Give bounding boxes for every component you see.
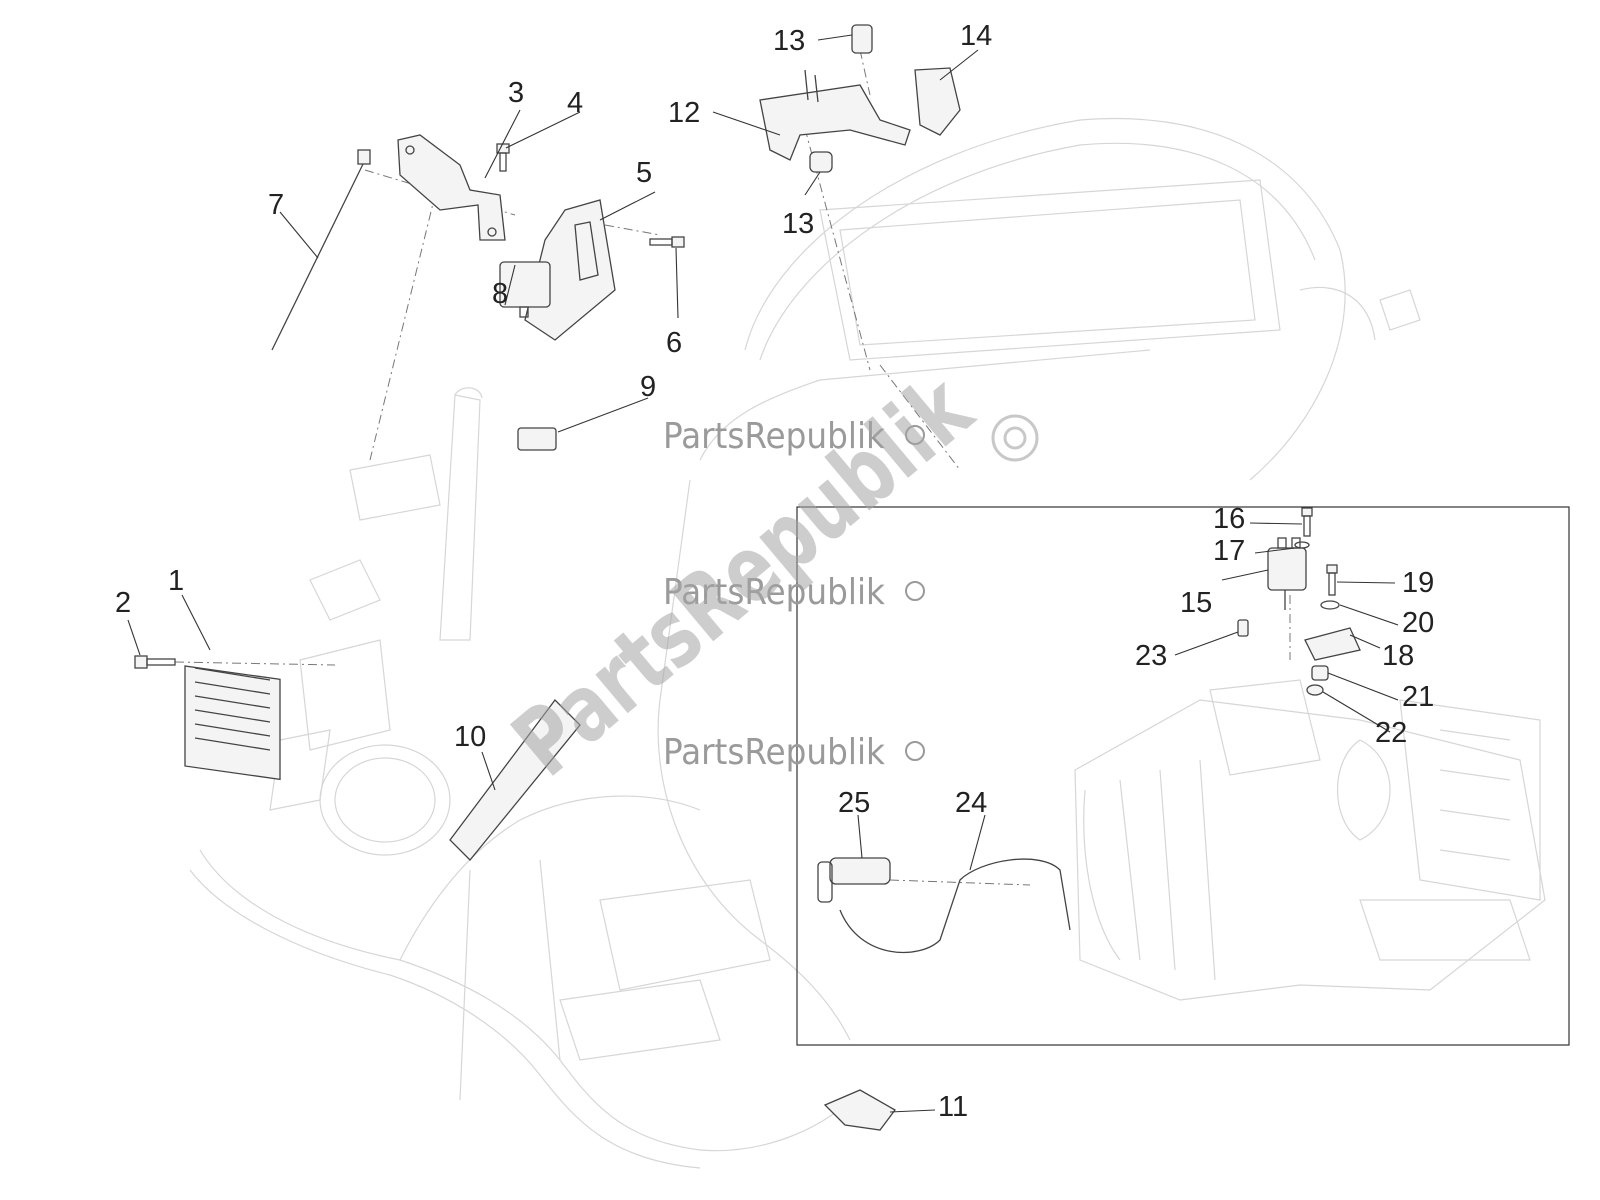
part-3-bracket	[397, 134, 506, 241]
callout-3: 3	[508, 77, 524, 109]
callout-14: 14	[960, 20, 992, 52]
callout-24: 24	[955, 787, 987, 819]
callout-19: 19	[1402, 567, 1434, 599]
callout-21: 21	[1402, 681, 1434, 713]
callout-5: 5	[636, 157, 652, 189]
part-23-screw	[1237, 619, 1249, 637]
part-18-bracket	[1304, 627, 1361, 661]
part-16-bolt	[1301, 507, 1313, 537]
part-9-fuse	[517, 427, 557, 451]
callout-6: 6	[666, 327, 682, 359]
part-14-sensor	[914, 67, 961, 136]
callout-12: 12	[668, 97, 700, 129]
part-22-bushing	[1306, 684, 1324, 696]
watermark-text-1: PartsRepublik	[663, 416, 885, 457]
callout-labels: 1 2 3 4 5 6 7 8 9 10 11 12 13 13 14 15 1…	[115, 20, 1434, 1123]
part-11-clip	[823, 1089, 896, 1131]
watermark-group: PartsRepublik PartsRepublik PartsRepubli…	[493, 354, 1039, 797]
callout-10: 10	[454, 721, 486, 753]
callout-15: 15	[1180, 587, 1212, 619]
callout-20: 20	[1402, 607, 1434, 639]
callout-7: 7	[268, 189, 284, 221]
scooter-frame-outline	[189, 117, 1421, 1169]
part-4-screw	[496, 143, 510, 172]
part-6-screw	[649, 236, 685, 248]
part-13-grommet-bottom	[809, 151, 833, 173]
part-7-cable-tie	[271, 149, 371, 351]
part-13-grommet-top	[851, 24, 873, 54]
watermark-text-3: PartsRepublik	[663, 732, 885, 773]
part-21-grommet	[1311, 665, 1329, 681]
gear-icon	[905, 425, 925, 761]
part-25-connector	[817, 857, 891, 903]
callout-17: 17	[1213, 535, 1245, 567]
callout-25: 25	[838, 787, 870, 819]
callout-9: 9	[640, 371, 656, 403]
part-19-bolt	[1326, 564, 1338, 596]
callout-2: 2	[115, 587, 131, 619]
callout-11: 11	[938, 1091, 968, 1123]
callout-18: 18	[1382, 640, 1414, 672]
callout-1: 1	[168, 565, 184, 597]
callout-22: 22	[1375, 717, 1407, 749]
callout-23: 23	[1135, 640, 1167, 672]
watermark-text-2: PartsRepublik	[663, 572, 885, 613]
part-12-bracket	[759, 69, 911, 161]
gear-icon	[991, 414, 1039, 462]
engine-inset	[796, 506, 1570, 1046]
part-17-washer	[1294, 541, 1310, 549]
part-20-washer	[1320, 600, 1340, 610]
part-1-voltage-regulator	[184, 665, 281, 781]
part-15-starter-relay	[1267, 537, 1307, 610]
callout-13-top: 13	[773, 25, 805, 57]
callout-16: 16	[1213, 503, 1245, 535]
callout-4: 4	[567, 87, 583, 119]
part-2-screw	[134, 655, 176, 669]
callout-13-bottom: 13	[782, 208, 814, 240]
part-10-bracket	[449, 699, 581, 861]
part-24-cable	[839, 858, 1071, 954]
leader-lines	[127, 34, 1399, 1113]
callout-8: 8	[492, 278, 508, 310]
